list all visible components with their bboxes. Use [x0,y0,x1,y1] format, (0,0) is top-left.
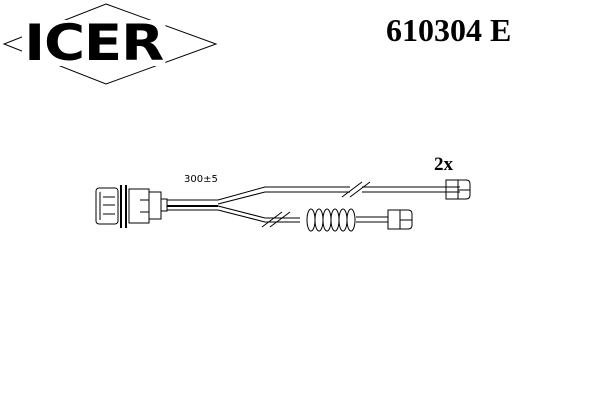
brand-logo: ICER [0,0,230,90]
part-number: 610304 E [386,12,512,48]
sensor-tip-lower-icon [387,209,413,230]
brand-name: ICER [22,18,166,68]
dimension-label: 300±5 [184,174,218,185]
sensor-tip-upper-icon [445,179,471,200]
connector-plug-icon [95,185,168,228]
quantity-label: 2x [434,154,453,175]
coil-icon [306,208,356,232]
